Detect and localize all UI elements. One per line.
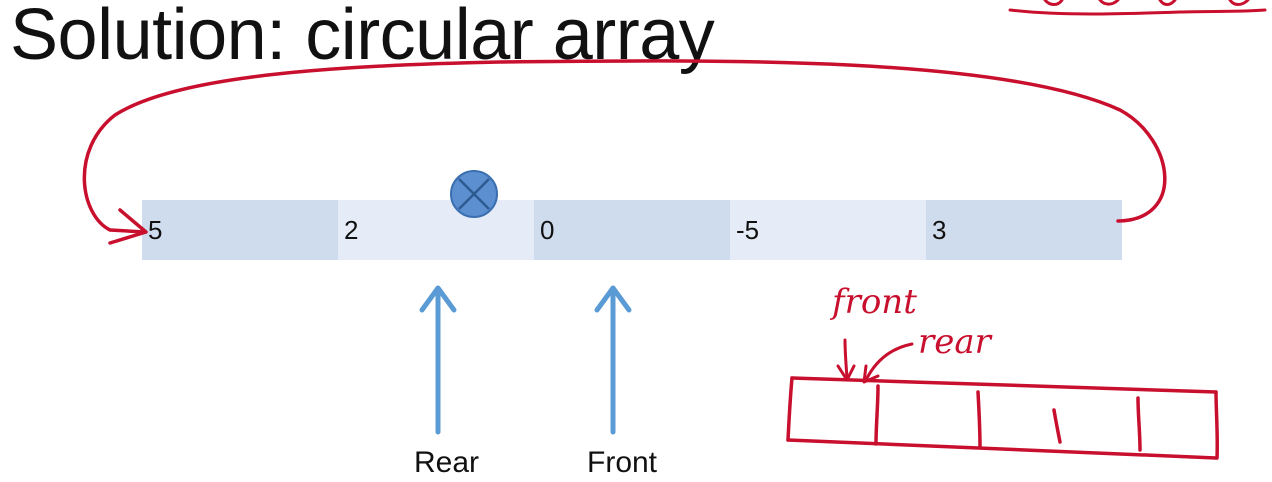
rear-label: Rear (414, 446, 480, 479)
rear-annotation-arrow (862, 342, 914, 384)
array-cell-2: 0 (534, 200, 730, 260)
hand-drawn-array (786, 376, 1220, 460)
circular-array: 5 2 0 -5 3 (142, 200, 1122, 260)
rear-arrow (419, 285, 457, 435)
array-cell-3: -5 (730, 200, 926, 260)
front-annotation-text: front (832, 282, 917, 322)
rear-annotation-text: rear (918, 322, 991, 362)
scribble-top-right (1008, 8, 1267, 16)
scribble-top-right-marks (1043, 0, 1250, 6)
array-cell-0: 5 (142, 200, 338, 260)
front-label: Front (587, 446, 658, 479)
circled-x-icon (450, 170, 498, 218)
front-arrow (594, 285, 632, 435)
front-annotation-arrow (836, 338, 856, 382)
array-cell-1: 2 (338, 200, 534, 260)
array-cell-4: 3 (926, 200, 1122, 260)
wraparound-arrowhead (108, 208, 148, 245)
wraparound-arrow (82, 59, 1167, 234)
